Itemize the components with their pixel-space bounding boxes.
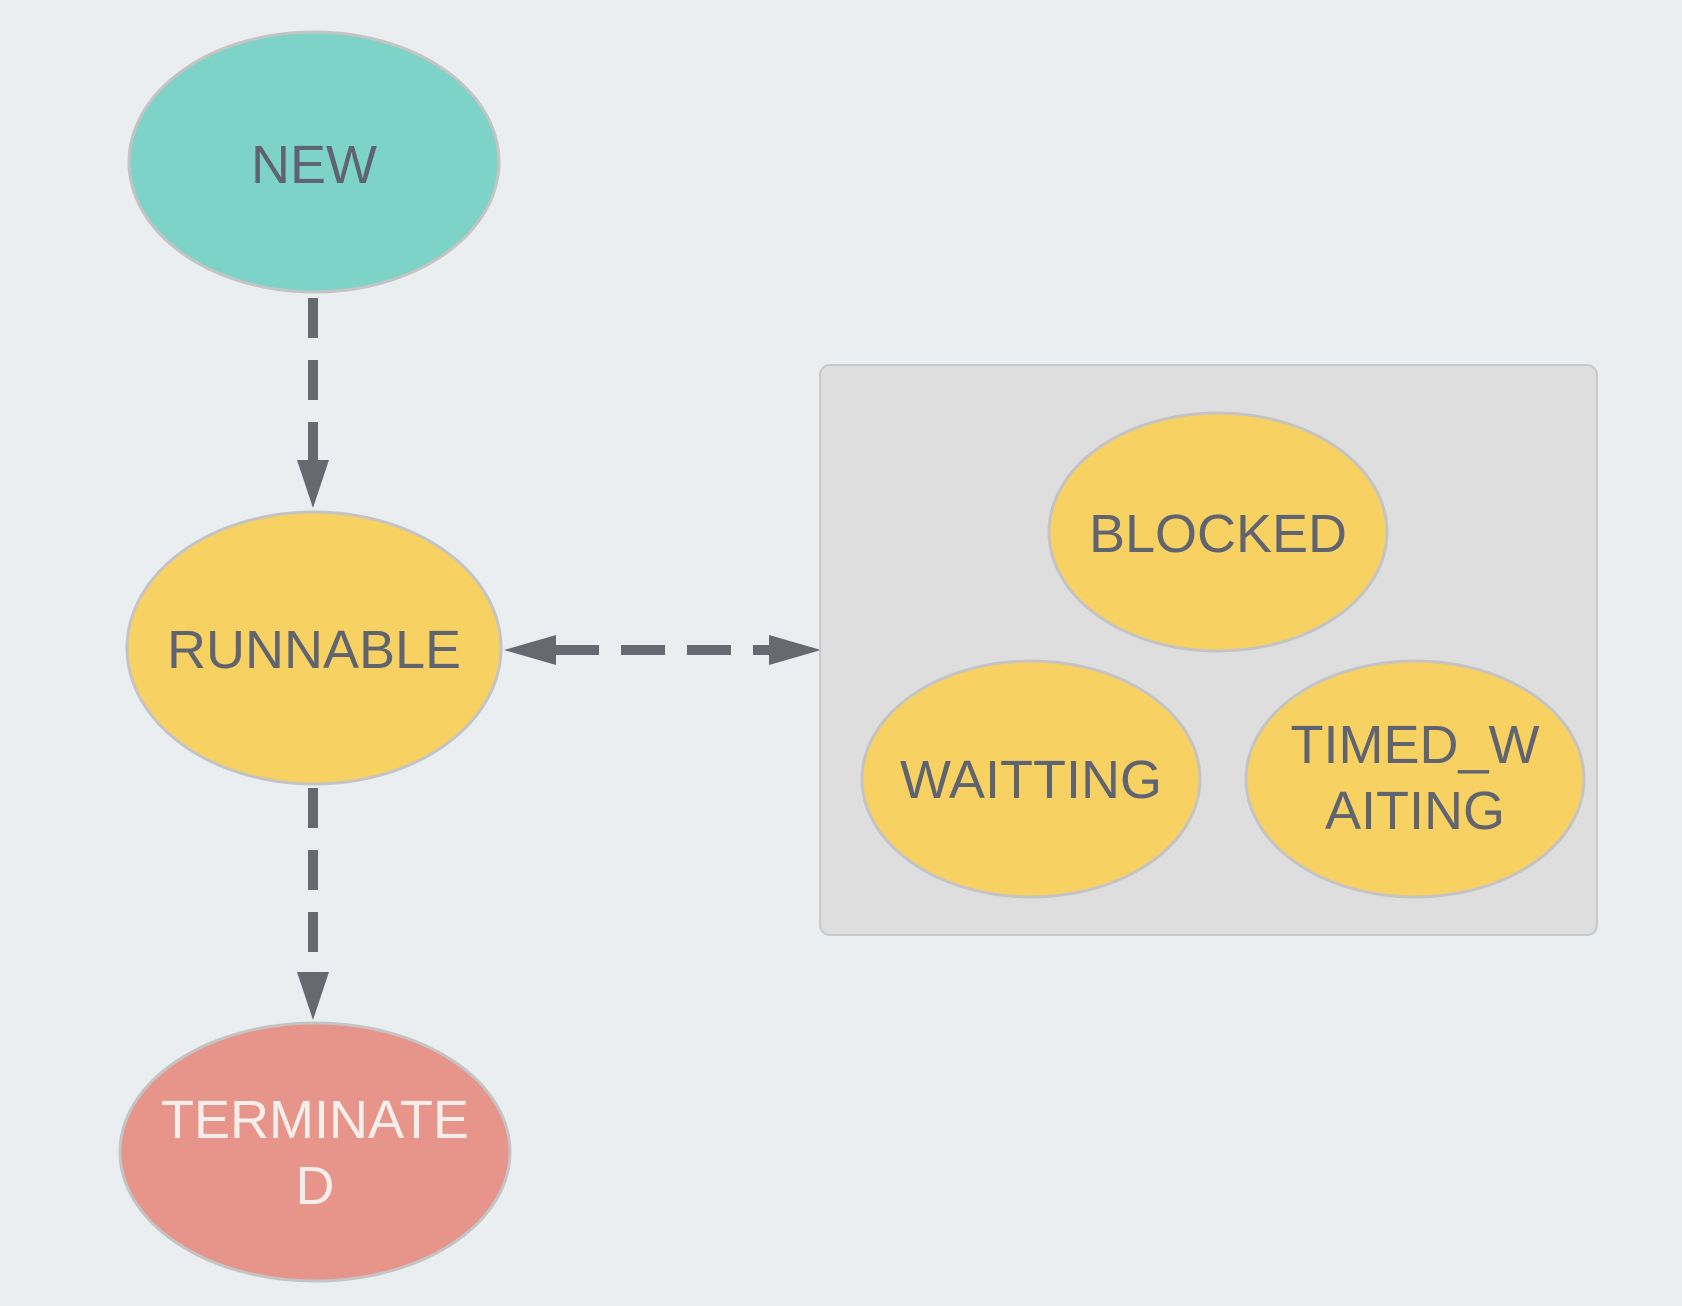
node-terminated[interactable]: TERMINATE D — [118, 1021, 512, 1283]
node-terminated-label-line1: TERMINATE — [161, 1090, 469, 1150]
edge-runnable-to-terminated — [297, 788, 329, 1020]
edge-runnable-group-arrowhead-left — [504, 635, 556, 665]
node-waitting-shape — [860, 659, 1202, 899]
node-timed-waiting-label-line1: TIMED_W — [1291, 715, 1540, 775]
node-terminated-label-line2: D — [296, 1156, 335, 1216]
edge-new-to-runnable-arrowhead — [297, 460, 329, 508]
node-terminated-shape — [118, 1021, 512, 1283]
node-runnable-shape — [125, 510, 503, 786]
node-new[interactable]: NEW — [127, 30, 501, 294]
node-timed-waiting-shape — [1244, 659, 1586, 899]
node-runnable-label: RUNNABLE — [167, 620, 461, 680]
node-new-shape — [127, 30, 501, 294]
edge-runnable-group — [504, 635, 821, 665]
node-new-label: NEW — [251, 135, 377, 195]
node-blocked[interactable]: BLOCKED — [1047, 411, 1389, 653]
node-waitting[interactable]: WAITTING — [860, 659, 1202, 899]
node-timed-waiting[interactable]: TIMED_W AITING — [1244, 659, 1586, 899]
node-blocked-shape — [1047, 411, 1389, 653]
node-blocked-label: BLOCKED — [1089, 504, 1347, 564]
node-runnable[interactable]: RUNNABLE — [125, 510, 503, 786]
edge-new-to-runnable — [297, 298, 329, 508]
edge-runnable-group-arrowhead-right — [769, 635, 821, 665]
node-waitting-label: WAITTING — [900, 750, 1162, 810]
node-timed-waiting-label-line2: AITING — [1325, 781, 1505, 841]
edge-runnable-to-terminated-arrowhead — [297, 972, 329, 1020]
